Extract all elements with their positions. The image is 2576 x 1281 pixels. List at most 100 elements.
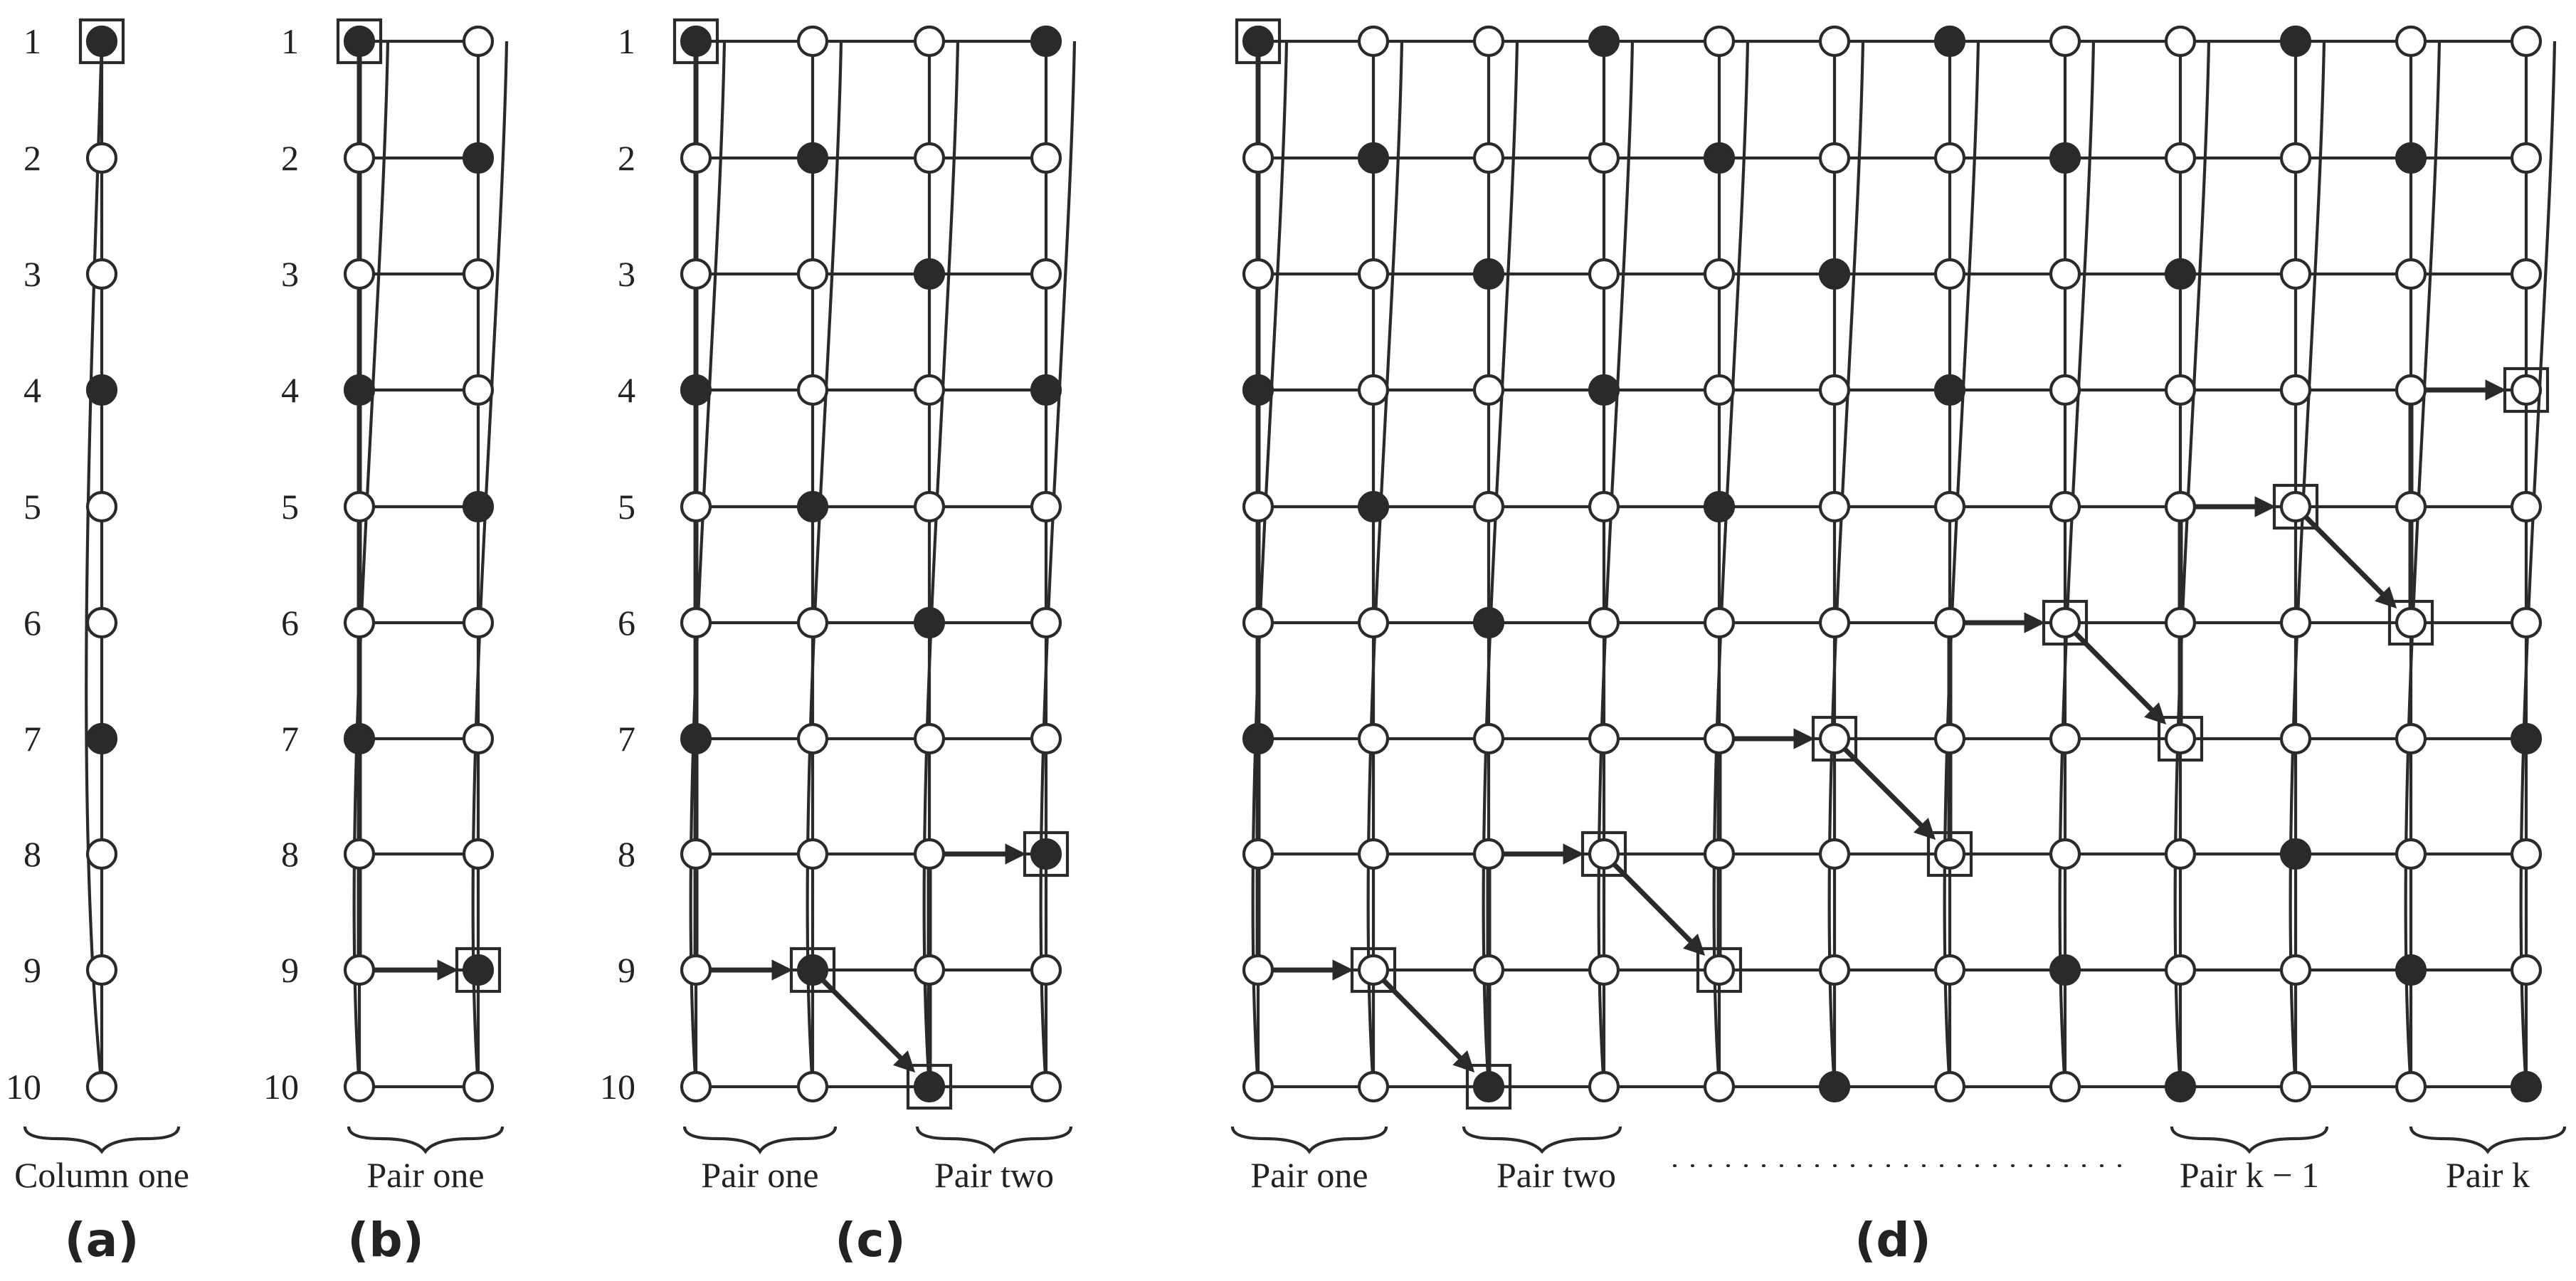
- node-c-r9-c2: [796, 954, 829, 986]
- node-d-r7-c4: [1588, 722, 1620, 755]
- node-a-r5-c1: [85, 490, 118, 523]
- node-d-r6-c3: [1472, 606, 1505, 639]
- node-d-r3-c4: [1588, 258, 1620, 290]
- node-d-r3-c10: [2279, 258, 2312, 290]
- node-d-r6-c11: [2395, 606, 2427, 639]
- node-d-r4-c5: [1703, 374, 1736, 406]
- edges-d: [1251, 39, 2557, 1089]
- node-c-r3-c2: [796, 258, 829, 290]
- node-d-r10-c11: [2395, 1070, 2427, 1103]
- node-c-r7-c4: [1030, 722, 1062, 755]
- selection-box-d-6: [1811, 715, 1858, 762]
- node-d-r5-c11: [2395, 490, 2427, 523]
- node-d-r10-c6: [1818, 1070, 1851, 1103]
- row-label-b-4: 4: [281, 370, 299, 410]
- selection-box-d-8: [2042, 599, 2089, 646]
- group-label-d-4: Pair k: [2446, 1155, 2530, 1195]
- node-b-r8-c1: [343, 838, 376, 870]
- group-label-d-2: Pair two: [1496, 1155, 1616, 1195]
- node-c-r8-c1: [680, 838, 712, 870]
- node-b-r9-c1: [343, 954, 376, 986]
- node-d-r2-c12: [2510, 142, 2543, 174]
- node-d-r10-c7: [1933, 1070, 1966, 1103]
- node-d-r4-c9: [2164, 374, 2197, 406]
- node-d-r10-c12: [2510, 1070, 2543, 1103]
- row-label-c-8: 8: [618, 834, 635, 874]
- node-d-r2-c9: [2164, 142, 2197, 174]
- node-c-r1-c1: [680, 25, 712, 58]
- path-c: [693, 41, 1026, 1087]
- node-d-r2-c6: [1818, 142, 1851, 174]
- selection-box-c-4: [1023, 831, 1070, 877]
- node-d-r9-c6: [1818, 954, 1851, 986]
- node-d-r7-c11: [2395, 722, 2427, 755]
- panel-d: Pair one Pair two Pair k − 1 Pair k (d): [1230, 18, 2567, 1267]
- node-d-r3-c8: [2049, 258, 2081, 290]
- selection-box-d-7: [1926, 831, 1973, 877]
- wrap-edge-c-1: [689, 41, 727, 1087]
- node-d-r3-c3: [1472, 258, 1505, 290]
- node-c-r2-c4: [1030, 142, 1062, 174]
- node-d-r2-c3: [1472, 142, 1505, 174]
- row-label-b-5: 5: [281, 487, 299, 527]
- node-d-r6-c1: [1242, 606, 1274, 639]
- node-d-r8-c7: [1933, 838, 1966, 870]
- node-b-r3-c1: [343, 258, 376, 290]
- row-label-c-9: 9: [618, 950, 635, 990]
- node-b-r5-c1: [343, 490, 376, 523]
- node-d-r6-c4: [1588, 606, 1620, 639]
- group-label-b-1: Pair one: [366, 1155, 484, 1195]
- node-d-r5-c5: [1703, 490, 1736, 523]
- node-b-r4-c1: [343, 374, 376, 406]
- node-d-r2-c2: [1357, 142, 1390, 174]
- selection-box-a-1: [78, 18, 125, 65]
- brace-a: [23, 1126, 181, 1154]
- node-c-r9-c3: [913, 954, 946, 986]
- node-d-r10-c5: [1703, 1070, 1736, 1103]
- row-label-c-10: 10: [600, 1067, 635, 1107]
- path-arrow-d-15: [2293, 505, 2397, 609]
- node-c-r5-c3: [913, 490, 946, 523]
- wrap-edge-c-2: [806, 41, 843, 1087]
- path-arrow-d-9: [1832, 737, 1936, 840]
- node-d-r8-c4: [1588, 838, 1620, 870]
- node-b-r10-c2: [462, 1070, 495, 1103]
- brace-c-2: [915, 1126, 1073, 1154]
- path-arrow-d-12: [2063, 621, 2167, 725]
- node-b-r8-c2: [462, 838, 495, 870]
- node-d-r3-c1: [1242, 258, 1274, 290]
- row-label-b-1: 1: [281, 21, 299, 61]
- nodes-b: [343, 25, 495, 1103]
- edges-a: [85, 41, 104, 1087]
- node-b-r3-c2: [462, 258, 495, 290]
- node-d-r8-c3: [1472, 838, 1505, 870]
- node-d-r8-c1: [1242, 838, 1274, 870]
- node-c-r3-c3: [913, 258, 946, 290]
- wrap-edge-d-1: [1251, 41, 1289, 1087]
- node-c-r9-c4: [1030, 954, 1062, 986]
- wrap-edge-d-6: [1827, 41, 1865, 1087]
- selection-box-c-3: [906, 1063, 953, 1110]
- node-c-r7-c2: [796, 722, 829, 755]
- row-label-b-9: 9: [281, 950, 299, 990]
- node-d-r7-c6: [1818, 722, 1851, 755]
- selection-box-c-1: [672, 18, 719, 65]
- node-d-r5-c10: [2279, 490, 2312, 523]
- node-b-r5-c2: [462, 490, 495, 523]
- node-d-r4-c8: [2049, 374, 2081, 406]
- selection-box-d-3: [1465, 1063, 1512, 1110]
- node-a-r9-c1: [85, 954, 118, 986]
- node-c-r1-c3: [913, 25, 946, 58]
- group-label-c-1: Pair one: [701, 1155, 818, 1195]
- wrap-edge-d-12: [2519, 41, 2557, 1087]
- node-d-r2-c10: [2279, 142, 2312, 174]
- node-d-r6-c10: [2279, 606, 2312, 639]
- node-d-r1-c3: [1472, 25, 1505, 58]
- node-d-r3-c2: [1357, 258, 1390, 290]
- row-label-c-1: 1: [618, 21, 635, 61]
- node-c-r10-c3: [913, 1070, 946, 1103]
- selection-box-d-2: [1350, 947, 1397, 993]
- node-c-r4-c2: [796, 374, 829, 406]
- brace-c-1: [682, 1126, 838, 1155]
- node-a-r2-c1: [85, 142, 118, 174]
